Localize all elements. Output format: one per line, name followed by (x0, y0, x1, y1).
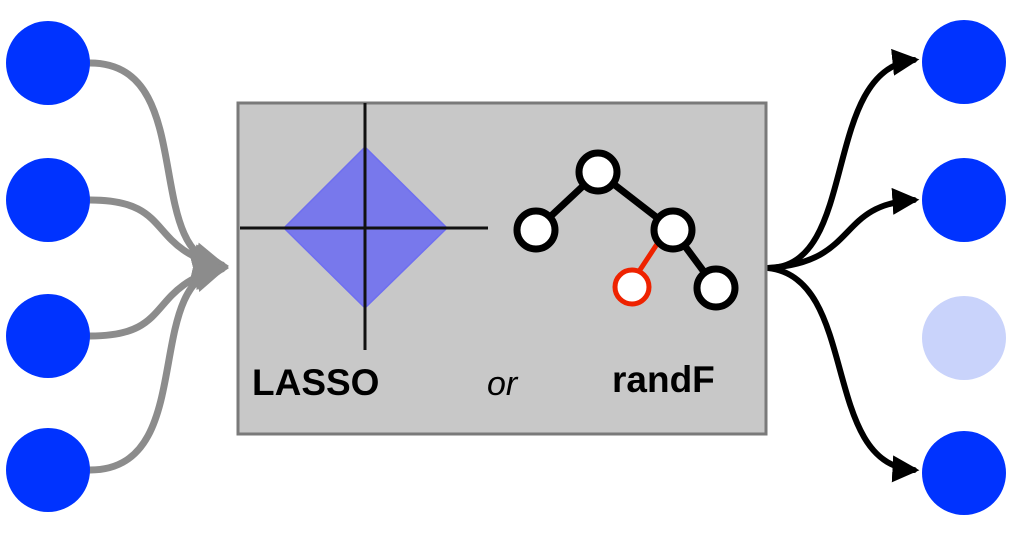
tree-node-highlighted (612, 267, 652, 307)
output-node-2 (922, 158, 1006, 242)
tree-illustration (513, 149, 739, 311)
output-node-4 (922, 431, 1006, 515)
randf-label: randF (612, 359, 715, 400)
input-node-2 (6, 158, 90, 242)
input-node-3 (6, 294, 90, 378)
tree-node-left (513, 207, 559, 253)
output-edge-2 (765, 187, 920, 271)
output-edge-4 (765, 265, 920, 483)
tree-node-leaf (693, 265, 739, 311)
input-edge-2 (86, 196, 229, 277)
output-node-1 (922, 20, 1006, 104)
input-nodes (6, 21, 90, 512)
input-node-1 (6, 21, 90, 105)
tree-node-root (575, 149, 621, 195)
output-edge-1 (765, 48, 920, 271)
output-node-3 (922, 296, 1006, 380)
or-label: or (487, 365, 519, 403)
input-edge-1 (86, 59, 229, 279)
lasso-label: LASSO (252, 362, 379, 403)
input-node-4 (6, 428, 90, 512)
lasso-illustration (240, 103, 488, 350)
output-nodes (922, 20, 1006, 515)
output-edges (765, 48, 920, 483)
input-edge-4 (86, 255, 229, 474)
tree-node-right (650, 207, 696, 253)
input-edges (86, 59, 229, 474)
